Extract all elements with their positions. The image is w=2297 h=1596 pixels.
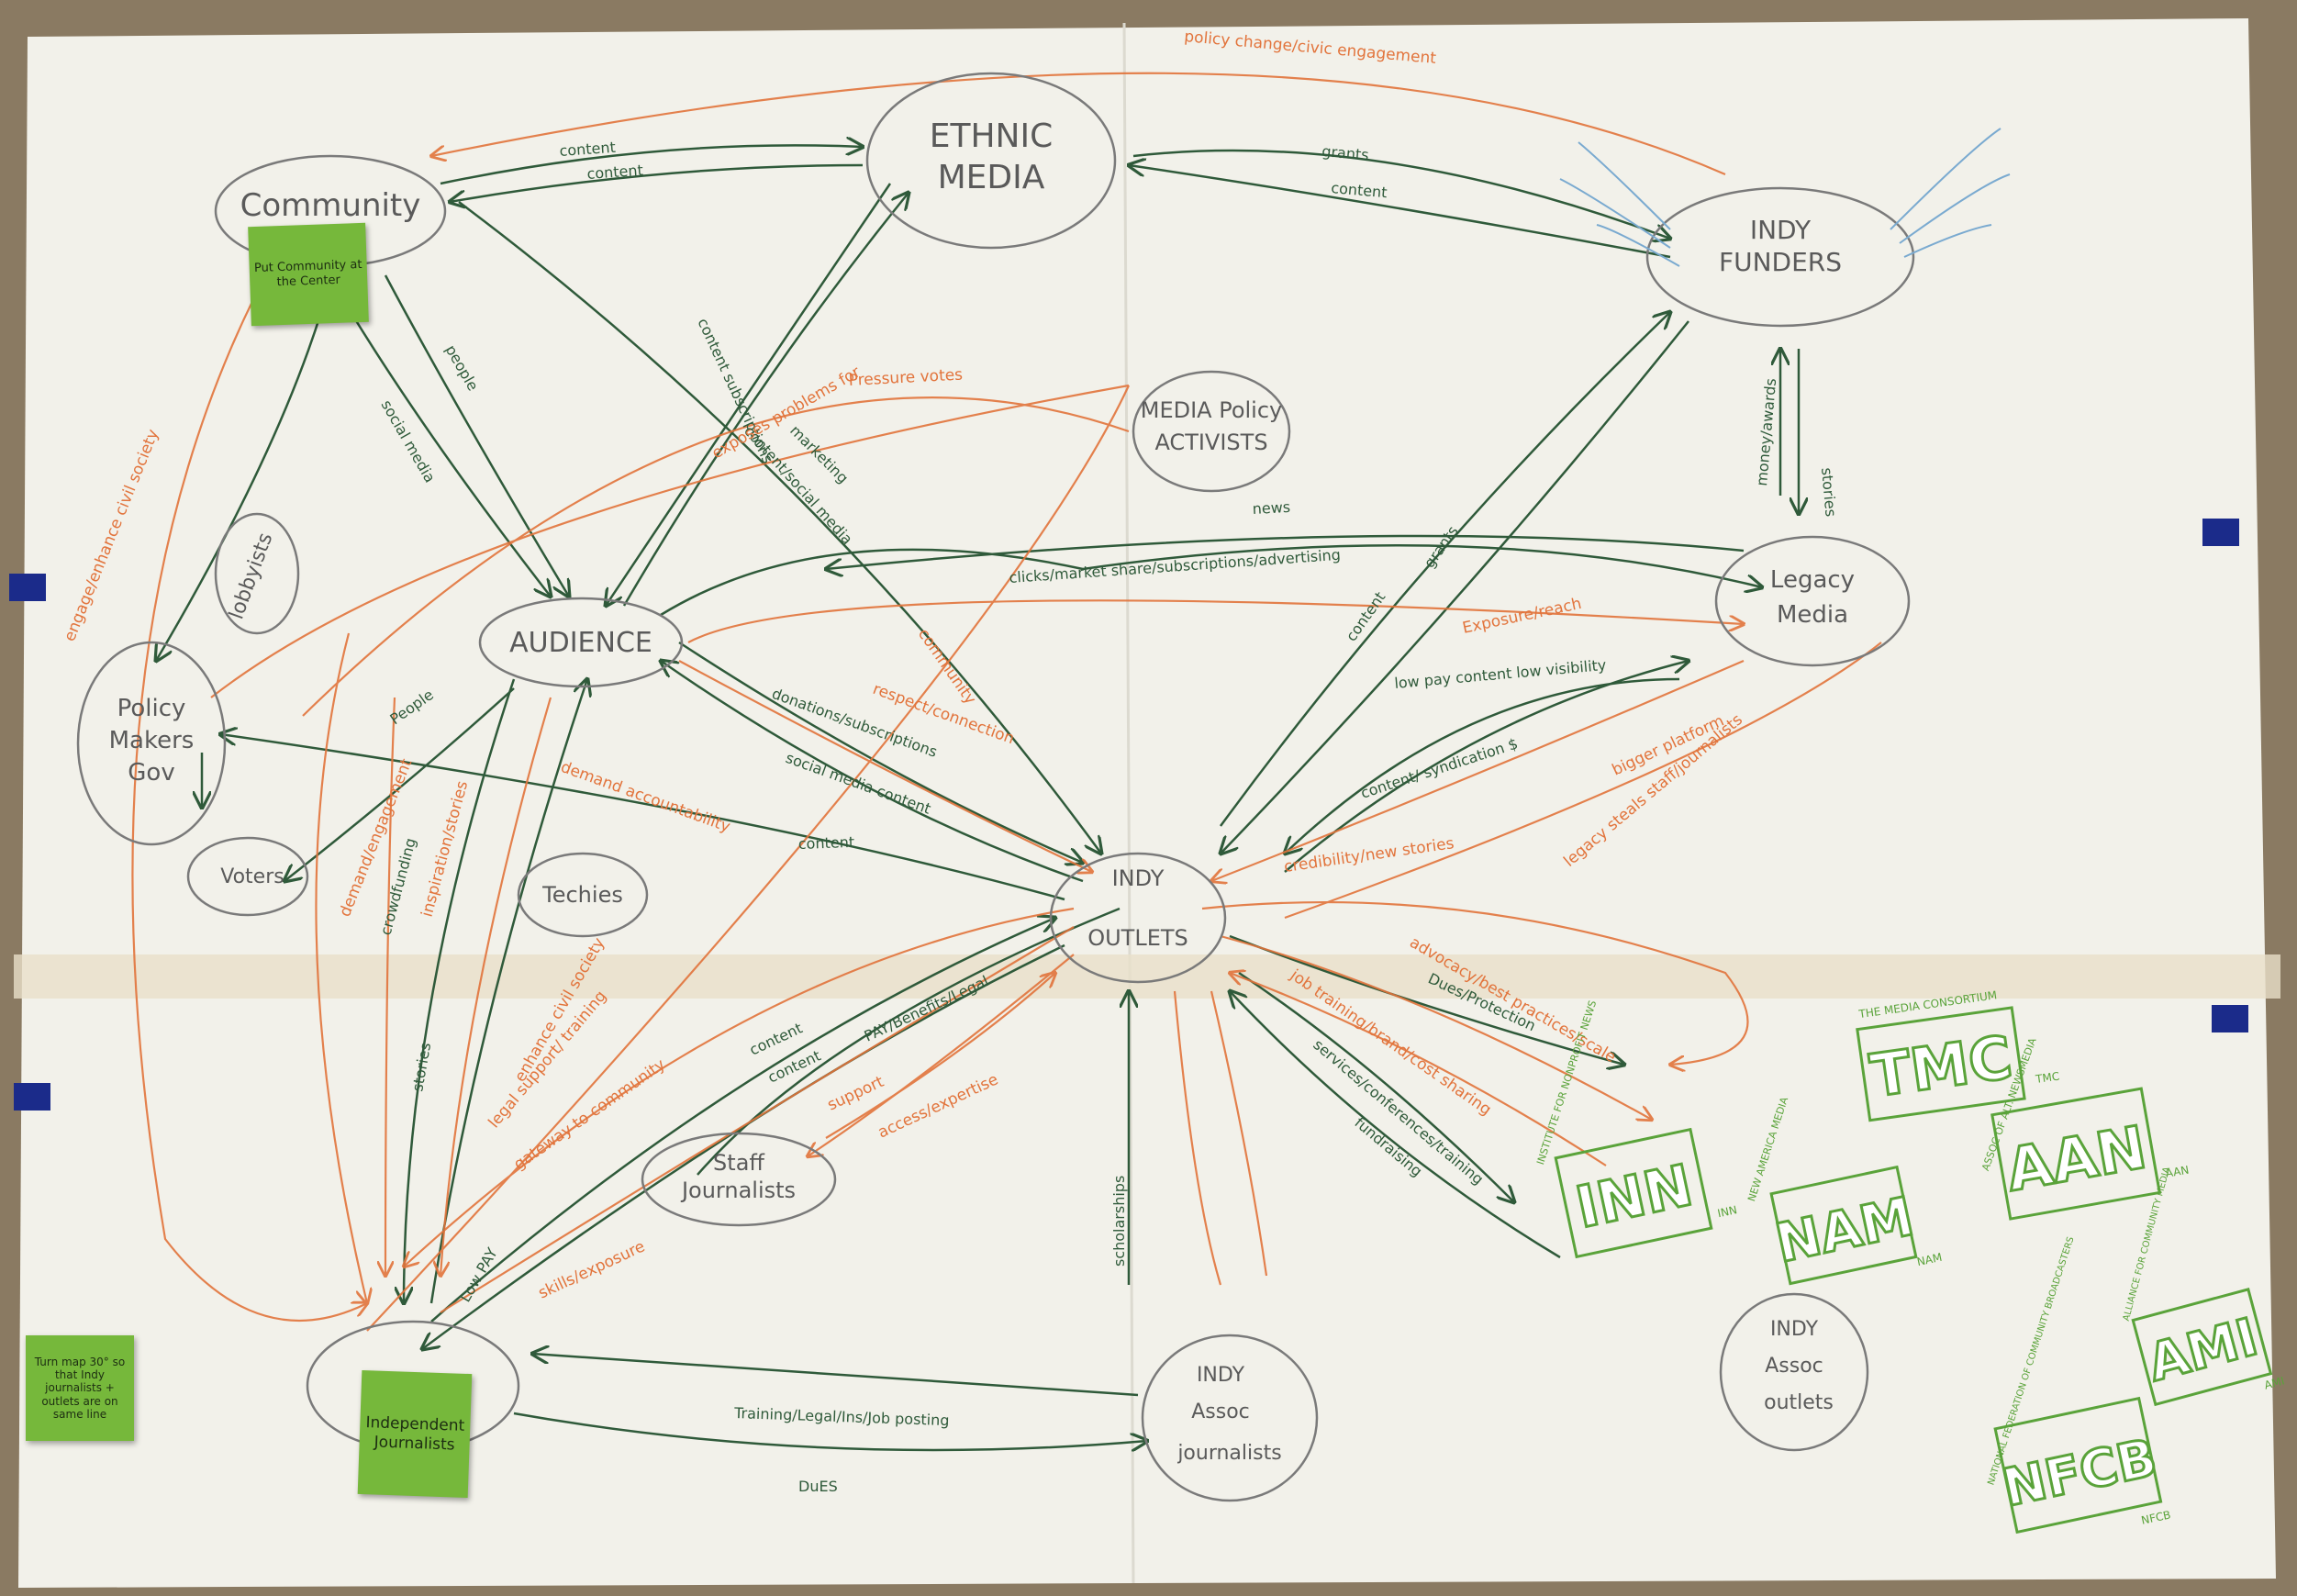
node-indy-outlets-line1: INDY	[1112, 865, 1165, 891]
blue-tape-left-2	[14, 1083, 50, 1111]
label-dues: DuES	[798, 1478, 838, 1495]
node-indy-assoc-outlets-line3: outlets	[1764, 1391, 1834, 1414]
node-indy-assoc-journalists-oval	[1141, 1334, 1319, 1502]
node-policy-makers-oval	[76, 641, 227, 846]
node-techies-oval	[517, 852, 649, 938]
label-grants: grants	[1321, 142, 1370, 163]
node-indy-outlets-line2: OUTLETS	[1087, 925, 1188, 951]
label-news: news	[1252, 498, 1290, 518]
node-audience: AUDIENCE	[509, 627, 652, 659]
sticky-community-center: Put Community at the Center	[248, 222, 369, 327]
logo-aan-tag: AAN	[2165, 1164, 2191, 1180]
node-indy-outlets-oval	[1049, 852, 1227, 984]
node-techies: Techies	[541, 882, 623, 908]
sticky-independent-journalists: Independent Journalists	[357, 1369, 473, 1499]
blue-tape-right-2	[2212, 1005, 2248, 1032]
logo-ami-tag: AMI	[2263, 1374, 2286, 1391]
label-content-2: content	[586, 162, 643, 183]
node-indy-funders-line2: FUNDERS	[1719, 247, 1842, 277]
node-voters: Voters	[220, 865, 284, 888]
logo-nfcb-tag: NFCB	[2140, 1508, 2172, 1526]
label-content-1: content	[559, 139, 616, 160]
paper-fold-vertical	[1122, 22, 1135, 1584]
logo-nam: NAM NEW AMERICA MEDIA NAM	[1745, 1095, 1944, 1286]
node-ethnic-media-oval	[865, 72, 1117, 250]
node-indy-assoc-outlets-line1: INDY	[1770, 1318, 1819, 1341]
node-media-policy-line1: MEDIA Policy	[1141, 397, 1283, 423]
node-legacy-media-line2: Media	[1777, 601, 1848, 629]
sticky-independent-journalists-text: Independent Journalists	[365, 1413, 465, 1455]
node-media-policy-line2: ACTIVISTS	[1154, 430, 1267, 455]
node-indy-funders-oval	[1645, 186, 1915, 328]
orange-connections	[131, 72, 1882, 1332]
node-indy-assoc-outlets-line2: Assoc	[1765, 1355, 1823, 1378]
paper-sheet	[18, 18, 2276, 1588]
node-legacy-media-oval	[1714, 535, 1911, 667]
tape-horizontal	[14, 954, 2280, 999]
logo-tmc-tag: TMC	[2034, 1070, 2060, 1087]
node-indy-assoc-outlets-oval	[1719, 1292, 1869, 1452]
node-lobbyists-oval	[214, 512, 300, 635]
node-voters-oval	[186, 836, 309, 917]
node-staff-journalists-oval	[641, 1132, 837, 1227]
node-legacy-media-line1: Legacy	[1770, 566, 1855, 594]
logo-inn-tag: INN	[1716, 1203, 1738, 1220]
label-stories: stories	[1818, 467, 1840, 518]
node-ethnic-media-line1: ETHNIC	[930, 117, 1054, 155]
label-content-5: content	[797, 833, 854, 853]
node-staff-journalists-line1: Staff	[713, 1150, 764, 1176]
sticky-community-center-text: Put Community at the Center	[253, 258, 362, 290]
sticky-turn-map-text: Turn map 30° so that Indy journalists + …	[34, 1355, 126, 1422]
node-indy-assoc-journalists-line1: INDY	[1197, 1364, 1245, 1387]
node-media-policy-activists-oval	[1132, 370, 1291, 493]
node-community: Community	[240, 187, 421, 224]
node-indy-assoc-journalists-line3: journalists	[1176, 1442, 1281, 1465]
logo-inn-letters: INN	[1570, 1152, 1698, 1242]
node-policy-makers-line2: Makers	[109, 727, 195, 754]
node-policy-makers-line1: Policy	[117, 695, 186, 722]
sticky-turn-map: Turn map 30° so that Indy journalists + …	[26, 1335, 134, 1441]
blue-tape-left	[9, 574, 46, 601]
logo-nam-letters: NAM	[1770, 1185, 1919, 1275]
node-indy-funders-line1: INDY	[1750, 215, 1812, 245]
node-ethnic-media-line2: MEDIA	[938, 159, 1045, 196]
node-staff-journalists-line2: Journalists	[680, 1177, 796, 1203]
funders-wings-icon	[1559, 128, 2011, 267]
node-indy-assoc-journalists-line2: Assoc	[1191, 1401, 1250, 1423]
blue-tape-right	[2202, 519, 2239, 546]
label-scholarships: scholarships	[1110, 1176, 1128, 1267]
node-audience-oval	[478, 597, 684, 688]
node-policy-makers-line3: Gov	[128, 759, 174, 787]
logo-nam-tag: NAM	[1916, 1251, 1944, 1268]
